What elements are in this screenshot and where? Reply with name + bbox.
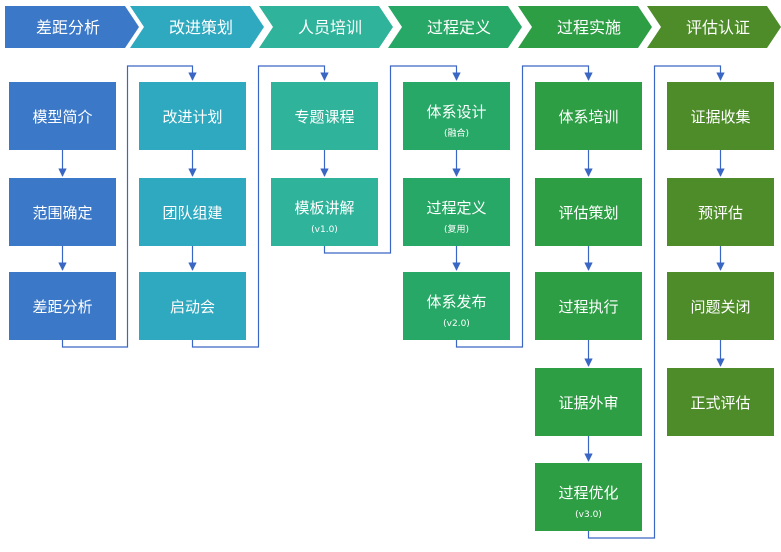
step-label: 预评估 (698, 204, 743, 222)
phase-chevron-shape (5, 6, 139, 48)
step-label: 启动会 (170, 298, 215, 316)
step-label: 评估策划 (558, 204, 618, 222)
step-box: 证据外审 (535, 368, 642, 436)
step-box-shape (403, 82, 510, 150)
step-box-shape (403, 178, 510, 246)
phase-label: 改进策划 (169, 18, 233, 37)
step-box: 启动会 (139, 272, 246, 340)
phase-label: 人员培训 (298, 18, 362, 37)
phase-chevron: 改进策划 (130, 6, 264, 48)
step-label: 模板讲解 (294, 199, 354, 217)
phase-connector (191, 65, 329, 348)
step-label: 证据收集 (690, 108, 750, 126)
step-box-shape (667, 368, 774, 436)
phase-chevron-row: 差距分析 改进策划 人员培训 过程定义 过程实施 评估认证 (5, 6, 781, 48)
step-box-shape (535, 82, 642, 150)
phase-chevron: 过程定义 (388, 6, 522, 48)
step-box-shape (139, 272, 246, 340)
phase-chevron-shape (518, 6, 652, 48)
phase-connector (455, 65, 593, 348)
phase-chevron: 差距分析 (5, 6, 139, 48)
step-label: 团队组建 (162, 204, 222, 222)
step-label: 体系发布 (426, 293, 486, 311)
step-label: 专题课程 (294, 108, 354, 126)
step-label: 模型简介 (32, 108, 92, 126)
step-label: 体系设计 (426, 103, 486, 121)
step-box: 体系发布 (v2.0) (403, 272, 510, 340)
connector-lines (58, 65, 725, 539)
step-box: 预评估 (667, 178, 774, 246)
step-sublabel: (v3.0) (575, 510, 602, 520)
step-sublabel: (复用) (444, 223, 469, 235)
step-box: 范围确定 (9, 178, 116, 246)
phase-chevron-shape (647, 6, 781, 48)
step-box-shape (139, 82, 246, 150)
phase-connector (61, 65, 197, 348)
step-box: 模型简介 (9, 82, 116, 150)
step-box: 正式评估 (667, 368, 774, 436)
step-sublabel: (v2.0) (443, 319, 470, 329)
phase-label: 过程实施 (557, 18, 621, 37)
step-box: 改进计划 (139, 82, 246, 150)
step-box: 团队组建 (139, 178, 246, 246)
step-label: 差距分析 (32, 298, 92, 316)
step-box: 体系设计 (融合) (403, 82, 510, 150)
step-box-shape (271, 178, 378, 246)
step-label: 过程优化 (558, 484, 618, 502)
step-box: 过程定义 (复用) (403, 178, 510, 246)
step-box-shape (9, 82, 116, 150)
step-box-shape (535, 272, 642, 340)
step-box-shape (667, 82, 774, 150)
step-box: 体系培训 (535, 82, 642, 150)
step-sublabel: (融合) (444, 127, 469, 139)
step-label: 正式评估 (690, 394, 750, 412)
step-label: 体系培训 (558, 108, 618, 126)
phase-label: 过程定义 (427, 18, 491, 37)
step-label: 问题关闭 (690, 298, 750, 316)
step-box-shape (667, 272, 774, 340)
step-box-shape (271, 82, 378, 150)
step-box-shape (667, 178, 774, 246)
step-box: 模板讲解 (v1.0) (271, 178, 378, 246)
step-box: 问题关闭 (667, 272, 774, 340)
step-box: 评估策划 (535, 178, 642, 246)
step-label: 过程执行 (558, 298, 618, 316)
phase-label: 评估认证 (686, 18, 750, 37)
step-box-shape (139, 178, 246, 246)
phase-chevron-shape (130, 6, 264, 48)
step-box: 证据收集 (667, 82, 774, 150)
step-box-shape (535, 178, 642, 246)
phase-chevron-shape (388, 6, 522, 48)
phase-chevron-shape (259, 6, 393, 48)
step-box-shape (535, 368, 642, 436)
step-box: 过程执行 (535, 272, 642, 340)
step-label: 过程定义 (426, 199, 486, 217)
step-box: 过程优化 (v3.0) (535, 463, 642, 531)
step-label: 范围确定 (32, 204, 92, 222)
phase-chevron: 过程实施 (518, 6, 652, 48)
phase-connector (323, 65, 461, 254)
phase-chevron: 评估认证 (647, 6, 781, 48)
phase-chevron: 人员培训 (259, 6, 393, 48)
step-box-shape (403, 272, 510, 340)
step-box: 差距分析 (9, 272, 116, 340)
step-box-shape (535, 463, 642, 531)
step-box: 专题课程 (271, 82, 378, 150)
step-label: 改进计划 (162, 108, 222, 126)
step-box-shape (9, 178, 116, 246)
step-label: 证据外审 (558, 394, 618, 412)
phase-label: 差距分析 (36, 18, 100, 37)
phase-connector (587, 65, 725, 539)
step-sublabel: (v1.0) (311, 225, 338, 235)
step-box-shape (9, 272, 116, 340)
